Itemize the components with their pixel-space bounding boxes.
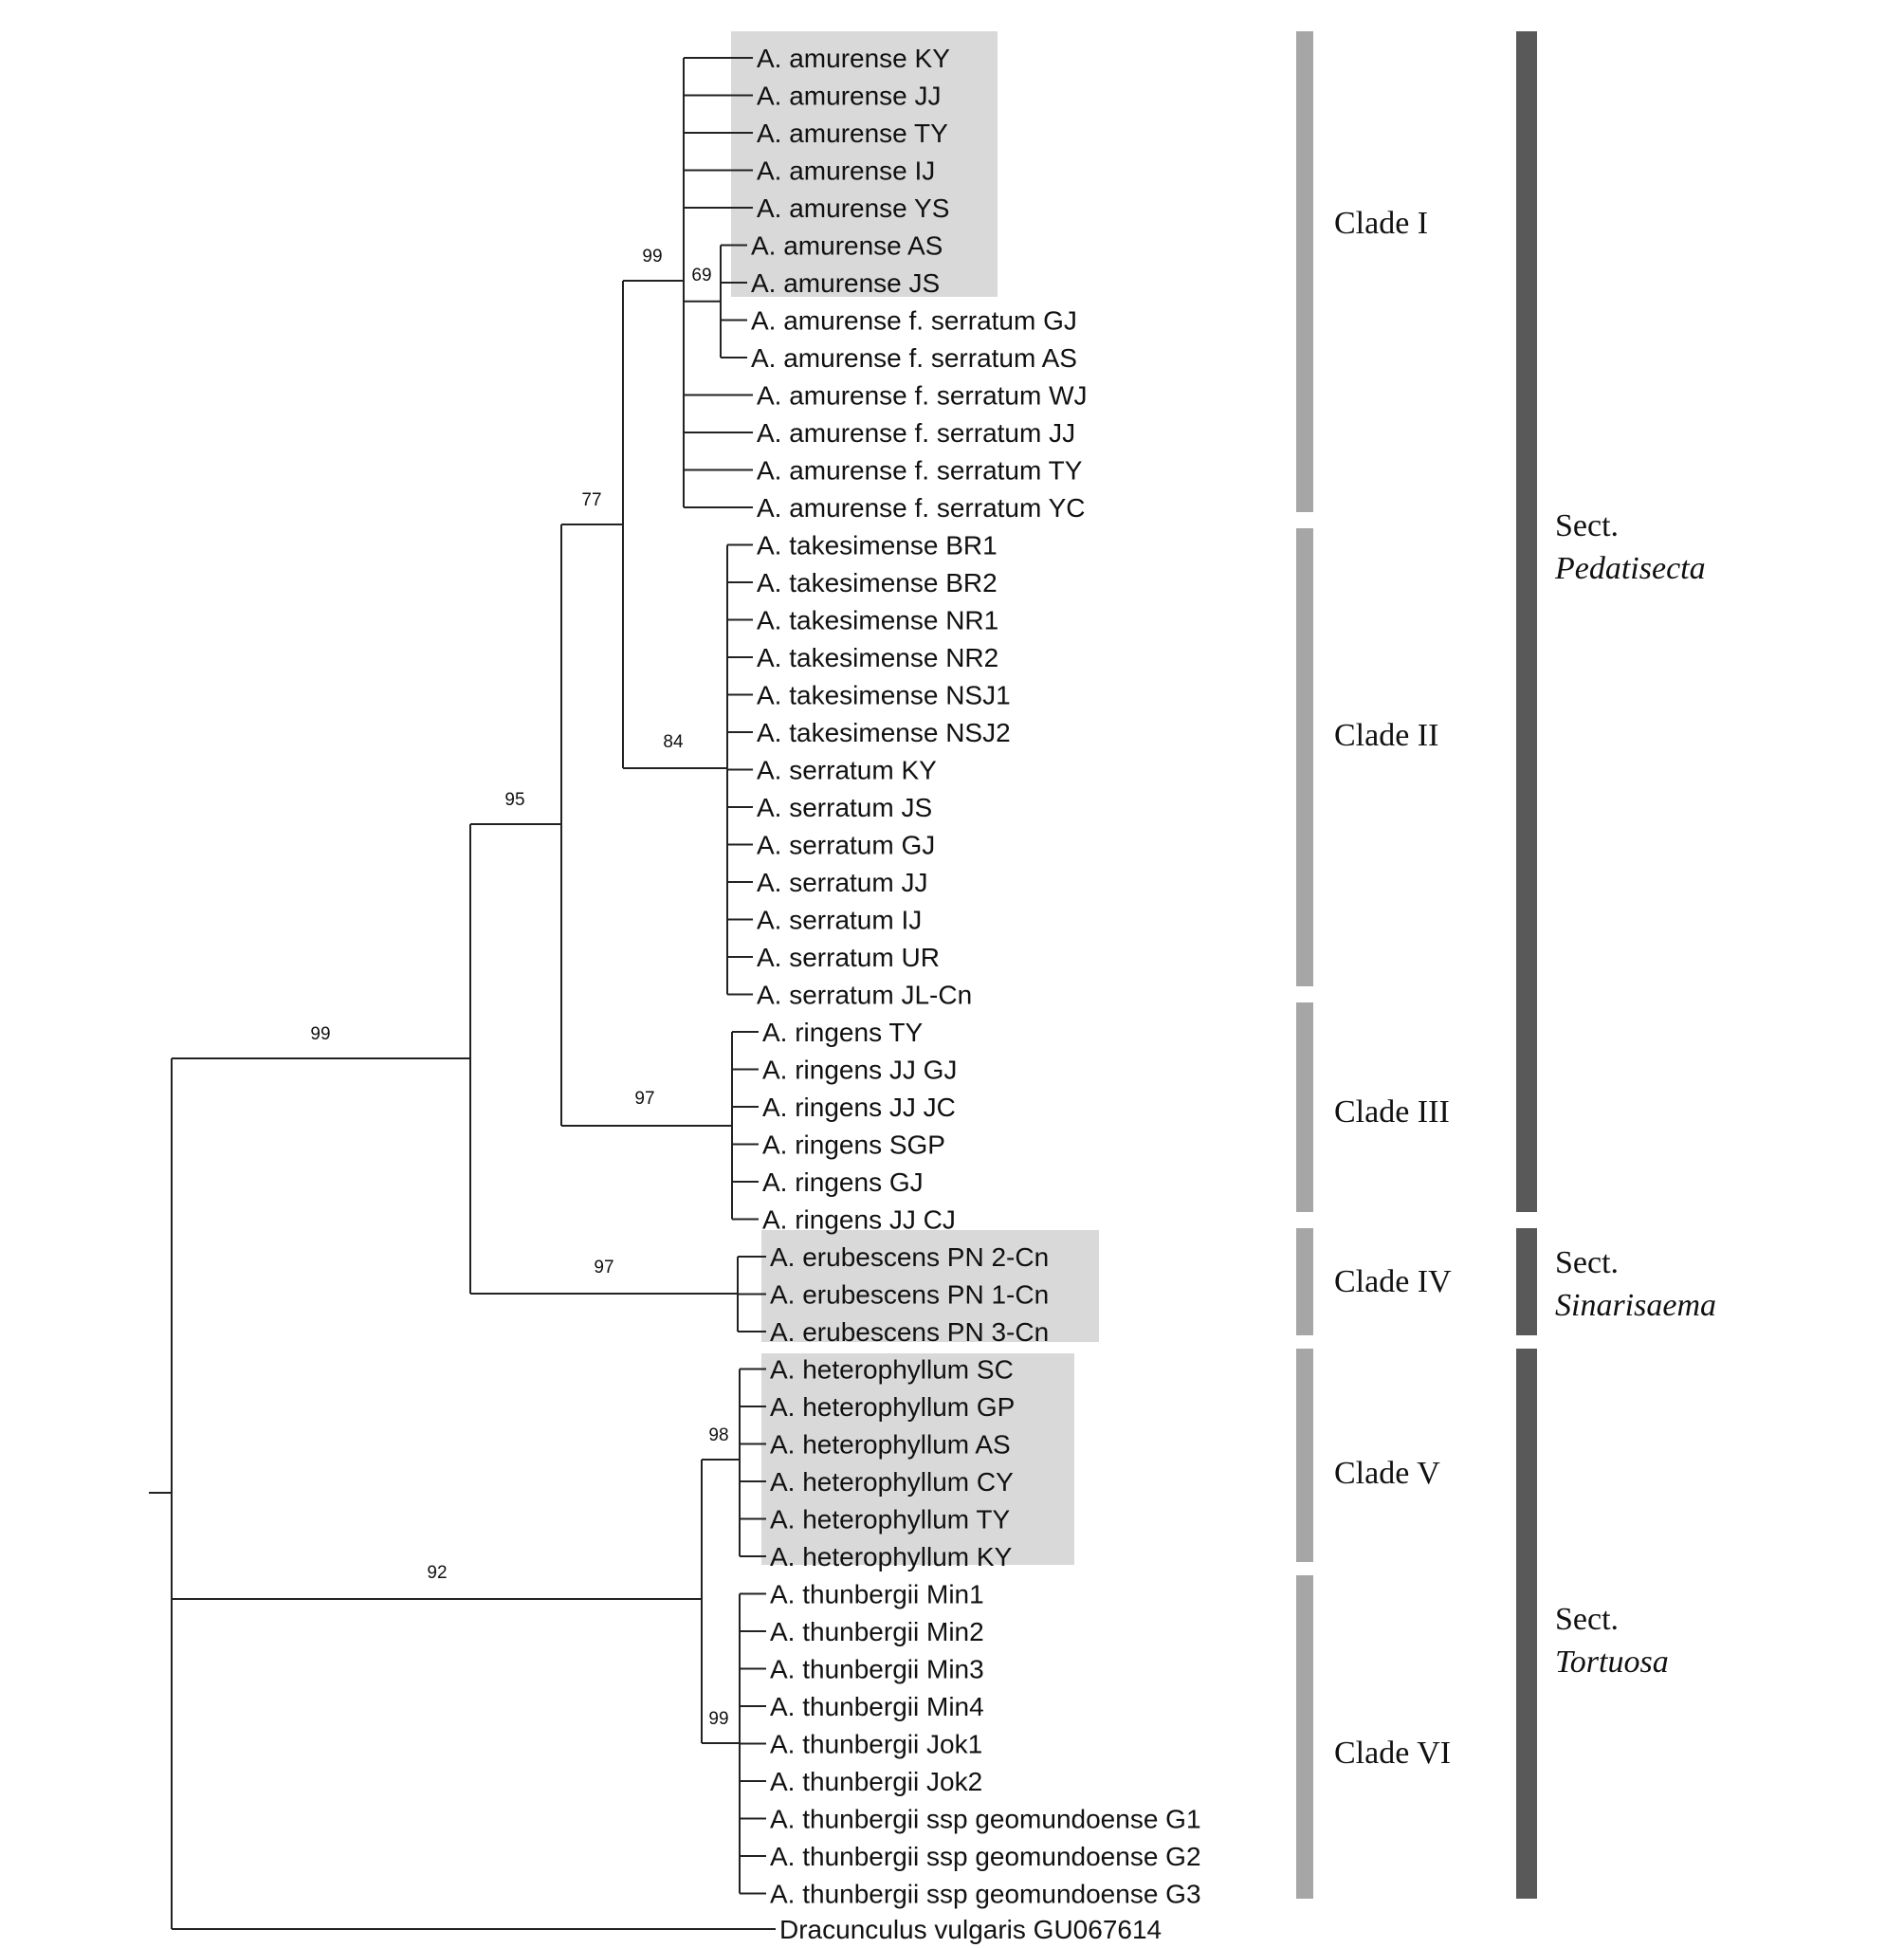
leaf-label-50: Dracunculus vulgaris GU067614 — [779, 1915, 1162, 1944]
leaf-label-37: A. heterophyllum AS — [770, 1430, 1011, 1460]
clade-label-V: Clade V — [1334, 1456, 1440, 1491]
leaf-label-17: A. takesimense NSJ1 — [757, 681, 1011, 710]
leaf-label-15: A. takesimense NR1 — [757, 606, 998, 635]
leaf-label-25: A. serratum JL-Cn — [757, 981, 972, 1010]
leaf-label-9: A. amurense f. serratum WJ — [757, 381, 1088, 411]
clade-label-VI: Clade VI — [1334, 1736, 1451, 1771]
leaf-label-39: A. heterophyllum TY — [770, 1505, 1010, 1535]
leaf-label-28: A. ringens JJ JC — [762, 1093, 956, 1122]
leaf-label-31: A. ringens JJ CJ — [762, 1205, 956, 1235]
leaf-label-24: A. serratum UR — [757, 943, 940, 972]
clade-labels: Clade I Clade II Clade III Clade IV Clad… — [1334, 206, 1452, 1771]
bootstrap-root-upper: 99 — [310, 1024, 330, 1044]
section-bar-tortuosa — [1516, 1349, 1537, 1899]
leaf-label-36: A. heterophyllum GP — [770, 1392, 1015, 1422]
bootstrap-tortuosa: 92 — [427, 1563, 447, 1583]
leaf-label-34: A. erubescens PN 3-Cn — [770, 1317, 1049, 1347]
leaf-label-0: A. amurense KY — [757, 44, 950, 73]
clade-label-II: Clade II — [1334, 718, 1438, 753]
leaf-label-30: A. ringens GJ — [762, 1167, 924, 1197]
leaf-label-19: A. serratum KY — [757, 756, 937, 785]
leaf-label-40: A. heterophyllum KY — [770, 1542, 1013, 1571]
section-name-pedatisecta: Pedatisecta — [1554, 551, 1706, 586]
highlight-heterophyllum — [761, 1353, 1074, 1565]
section-prefix-sinarisaema: Sect. — [1555, 1245, 1619, 1280]
leaf-label-26: A. ringens TY — [762, 1018, 923, 1047]
leaf-label-32: A. erubescens PN 2-Cn — [770, 1242, 1049, 1272]
leaf-label-44: A. thunbergii Min4 — [770, 1692, 984, 1721]
clade-bar-III — [1296, 1002, 1313, 1212]
leaf-label-42: A. thunbergii Min2 — [770, 1617, 984, 1646]
leaf-label-16: A. takesimense NR2 — [757, 643, 998, 672]
leaf-label-8: A. amurense f. serratum AS — [751, 343, 1077, 373]
leaf-label-35: A. heterophyllum SC — [770, 1355, 1014, 1385]
leaf-label-2: A. amurense TY — [757, 119, 948, 148]
bootstrap-clade-II: 84 — [663, 732, 684, 752]
leaf-label-49: A. thunbergii ssp geomundoense G3 — [770, 1880, 1201, 1909]
bootstrap-clade-I-II: 99 — [642, 247, 662, 266]
leaf-label-11: A. amurense f. serratum TY — [757, 456, 1083, 486]
section-bar-pedatisecta — [1516, 31, 1537, 1212]
bootstrap-clade-III: 97 — [634, 1089, 654, 1109]
leaf-label-23: A. serratum IJ — [757, 906, 922, 935]
leaf-label-21: A. serratum GJ — [757, 831, 935, 860]
clade-bars — [1296, 31, 1313, 1899]
bootstrap-pedatisecta-sinarisaema: 95 — [504, 790, 524, 810]
leaf-label-4: A. amurense YS — [757, 193, 949, 223]
leaf-label-7: A. amurense f. serratum GJ — [751, 306, 1077, 336]
clade-bar-I — [1296, 31, 1313, 512]
leaf-label-10: A. amurense f. serratum JJ — [757, 418, 1075, 448]
bootstrap-clade-V: 98 — [708, 1425, 728, 1445]
bootstrap-clade-IV: 97 — [594, 1258, 613, 1277]
highlight-amurense — [731, 31, 998, 297]
tree-branches — [149, 57, 776, 1930]
section-name-tortuosa: Tortuosa — [1555, 1645, 1669, 1680]
bootstrap-values: 99 95 77 99 69 84 97 97 92 98 99 — [310, 247, 728, 1729]
leaf-label-47: A. thunbergii ssp geomundoense G1 — [770, 1805, 1201, 1834]
leaf-labels: A. amurense KY A. amurense JJ A. amurense … — [751, 44, 1201, 1944]
highlight-erubescens — [761, 1230, 1099, 1342]
leaf-label-29: A. ringens SGP — [762, 1130, 945, 1160]
bootstrap-pedatisecta: 77 — [581, 490, 601, 510]
clade-label-III: Clade III — [1334, 1094, 1450, 1130]
leaf-label-38: A. heterophyllum CY — [770, 1467, 1014, 1497]
section-prefix-pedatisecta: Sect. — [1555, 508, 1619, 543]
leaf-label-5: A. amurense AS — [751, 231, 943, 261]
section-labels: Sect. Pedatisecta Sect. Sinarisaema Sect… — [1554, 508, 1716, 1680]
section-prefix-tortuosa: Sect. — [1555, 1602, 1619, 1637]
clade-bar-V — [1296, 1349, 1313, 1562]
leaf-label-12: A. amurense f. serratum YC — [757, 493, 1086, 523]
leaf-label-43: A. thunbergii Min3 — [770, 1655, 984, 1684]
highlight-boxes — [731, 31, 1099, 1565]
clade-bar-II — [1296, 528, 1313, 986]
clade-bar-VI — [1296, 1575, 1313, 1899]
leaf-label-27: A. ringens JJ GJ — [762, 1056, 957, 1085]
bootstrap-amurense-sub: 69 — [691, 266, 711, 285]
leaf-label-48: A. thunbergii ssp geomundoense G2 — [770, 1842, 1201, 1871]
leaf-label-1: A. amurense JJ — [757, 82, 942, 111]
clade-bar-IV — [1296, 1228, 1313, 1335]
section-bar-sinarisaema — [1516, 1228, 1537, 1335]
leaf-label-41: A. thunbergii Min1 — [770, 1580, 984, 1609]
clade-label-IV: Clade IV — [1334, 1264, 1452, 1299]
clade-label-I: Clade I — [1334, 206, 1428, 241]
leaf-label-22: A. serratum JJ — [757, 868, 927, 897]
leaf-label-18: A. takesimense NSJ2 — [757, 718, 1011, 747]
leaf-label-45: A. thunbergii Jok1 — [770, 1730, 982, 1759]
leaf-label-3: A. amurense IJ — [757, 156, 935, 186]
leaf-label-33: A. erubescens PN 1-Cn — [770, 1280, 1049, 1310]
leaf-label-14: A. takesimense BR2 — [757, 568, 998, 597]
bootstrap-clade-VI: 99 — [708, 1709, 728, 1729]
section-bars — [1516, 31, 1537, 1899]
leaf-label-20: A. serratum JS — [757, 793, 932, 822]
leaf-label-13: A. takesimense BR1 — [757, 531, 998, 561]
section-name-sinarisaema: Sinarisaema — [1555, 1288, 1716, 1323]
leaf-label-6: A. amurense JS — [751, 268, 940, 298]
leaf-label-46: A. thunbergii Jok2 — [770, 1767, 982, 1796]
